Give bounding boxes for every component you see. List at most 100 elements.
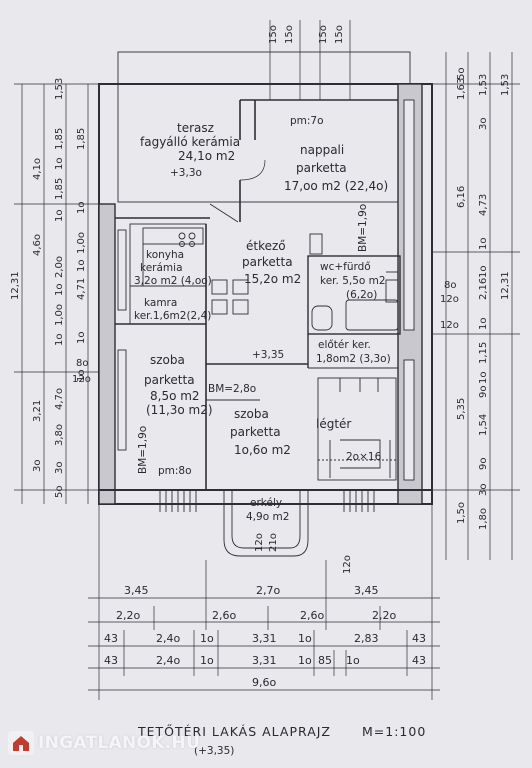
room2-area: 1o,6o m2: [234, 443, 291, 457]
dim-left-inner-13: 3o: [54, 462, 65, 474]
room2-bm: BM=2,8o: [208, 383, 256, 395]
dim-top-2: 15o: [284, 25, 295, 44]
plan-level: (+3,35): [194, 745, 234, 757]
airspace-name: légtér: [316, 417, 351, 431]
dim-left-mid-4: 8o: [76, 358, 88, 369]
dim-left-inner-2: 1,85: [54, 128, 65, 150]
dim-bottom-small-1: 12o: [254, 533, 265, 552]
dim-left-inner-3: 1o: [54, 158, 65, 170]
dim-row1-3: 3,45: [354, 584, 379, 597]
balcony-outline: [223, 490, 309, 557]
dim-left-inner2-4: 1o: [76, 260, 87, 272]
dim-top-1: 15o: [268, 25, 279, 44]
dim-left-mid-5: 12o: [72, 374, 91, 385]
dim-right-inner-15: 1,8o: [478, 508, 489, 530]
terrace-floor: fagyálló kerámia: [140, 135, 240, 149]
dim-top-3: 15o: [318, 25, 329, 44]
dim-right-inner-2: 1,63: [456, 78, 467, 100]
dim-right-inner-5: 4,73: [478, 194, 489, 216]
terrace-name: terasz: [177, 121, 214, 135]
dim-right-small-3: 12o: [440, 320, 459, 331]
dim-row4-8: 43: [412, 654, 426, 667]
living-pm: pm:7o: [290, 115, 324, 127]
room2-name: szoba: [234, 407, 269, 421]
dim-left-inner-4: 1,85: [54, 178, 65, 200]
plan-scale: M=1:100: [362, 724, 426, 739]
dim-right-inner-9: 1,15: [478, 342, 489, 364]
dim-right-mid-1: 1,53: [478, 74, 489, 96]
dim-right-inner-13: 9o: [478, 458, 489, 470]
dim-right-inner-7: 2,16: [478, 278, 489, 300]
dim-left-inner-12: 3o: [32, 460, 43, 472]
dim-left-mid-3: 3,21: [32, 400, 43, 422]
dim-left-inner-10: 4,7o: [54, 388, 65, 410]
dim-right-small-2: 12o: [440, 294, 459, 305]
wc-area-total: (6,2o): [346, 289, 377, 301]
dim-row4-5: 1o: [298, 654, 312, 667]
living-name: nappali: [300, 143, 344, 157]
dim-row3-5: 1o: [298, 632, 312, 645]
dim-right-outer: 12,31: [500, 271, 511, 300]
wc-bm: BM=1,9o: [357, 204, 369, 252]
terrace-area: 24,1o m2: [178, 149, 235, 163]
dim-left-inner2-6: 1o: [76, 332, 87, 344]
dim-left-inner-11: 3,8o: [54, 424, 65, 446]
hall-area: 1,8om2 (3,3o): [316, 353, 391, 365]
dim-left-inner2-7: 1o: [76, 370, 87, 382]
airspace-stairs: 2o×16: [346, 451, 382, 463]
dim-row3-7: 43: [412, 632, 426, 645]
room1-bm: BM=1,9o: [137, 426, 149, 474]
room1-floor: parketta: [144, 373, 195, 387]
dim-top-4: 15o: [334, 25, 345, 44]
dining-name: étkező: [246, 239, 286, 253]
room1-pm: pm:8o: [158, 465, 192, 477]
watermark: INGATLANOK.HU: [8, 729, 200, 757]
room2-floor: parketta: [230, 425, 281, 439]
dim-row4-1: 43: [104, 654, 118, 667]
dim-row2-3: 2,6o: [300, 609, 324, 622]
dim-left-inner2-2: 1o: [76, 202, 87, 214]
pantry-name: kamra: [144, 297, 177, 309]
dim-right-mid-2: 6,16: [456, 186, 467, 208]
pantry-area: ker.1,6m2(2,4): [134, 310, 211, 322]
dim-right-small-4: 1o: [478, 266, 489, 278]
wc-outline: [307, 255, 401, 335]
dim-right-inner-10: 1o: [478, 372, 489, 384]
dim-row3-6: 2,83: [354, 632, 379, 645]
room1-area-total: (11,3o m2): [146, 403, 213, 417]
room1-area: 8,5o m2: [150, 389, 200, 403]
plan-title: TETŐTÉRI LAKÁS ALAPRAJZ: [137, 724, 331, 739]
dim-bottom-small-3: 12o: [342, 555, 353, 574]
dining-floor: parketta: [242, 255, 293, 269]
dim-left-inner-1: 1,53: [54, 78, 65, 100]
dim-left-outer: 12,31: [10, 271, 21, 300]
wc-area: ker. 5,5o m2: [320, 275, 386, 287]
dim-right-mid-3: 5,35: [456, 398, 467, 420]
dim-bottom-small-2: 21o: [268, 533, 279, 552]
dim-left-mid-1: 4,1o: [32, 158, 43, 180]
dim-row3-4: 3,31: [252, 632, 277, 645]
room1-name: szoba: [150, 353, 185, 367]
house-icon: [8, 731, 34, 755]
dim-left-inner-9: 1o: [54, 334, 65, 346]
dim-row4-4: 3,31: [252, 654, 277, 667]
balcony-name: erkély: [250, 497, 282, 509]
dim-right-inner-1: 5o: [456, 68, 467, 80]
dim-left-inner-7: 1o: [54, 284, 65, 296]
dim-row4-7: 1o: [346, 654, 360, 667]
dim-left-inner2-1: 1,85: [76, 128, 87, 150]
kitchen-floor: kerámia: [140, 262, 183, 274]
dim-row4-2: 2,4o: [156, 654, 180, 667]
dim-row2-2: 2,6o: [212, 609, 236, 622]
kitchen-name: konyha: [146, 249, 184, 261]
level-mark: +3,35: [252, 349, 284, 361]
dim-right-inner-11: 9o: [478, 386, 489, 398]
dim-total-width: 9,6o: [252, 676, 276, 689]
dim-right-inner-16: 1,5o: [456, 502, 467, 524]
dim-left-inner-14: 5o: [54, 486, 65, 498]
dim-right-inner-8: 1o: [478, 318, 489, 330]
dim-left-inner-8: 1,0o: [54, 304, 65, 326]
dining-area: 15,2o m2: [244, 272, 301, 286]
terrace-level: +3,3o: [170, 167, 202, 179]
